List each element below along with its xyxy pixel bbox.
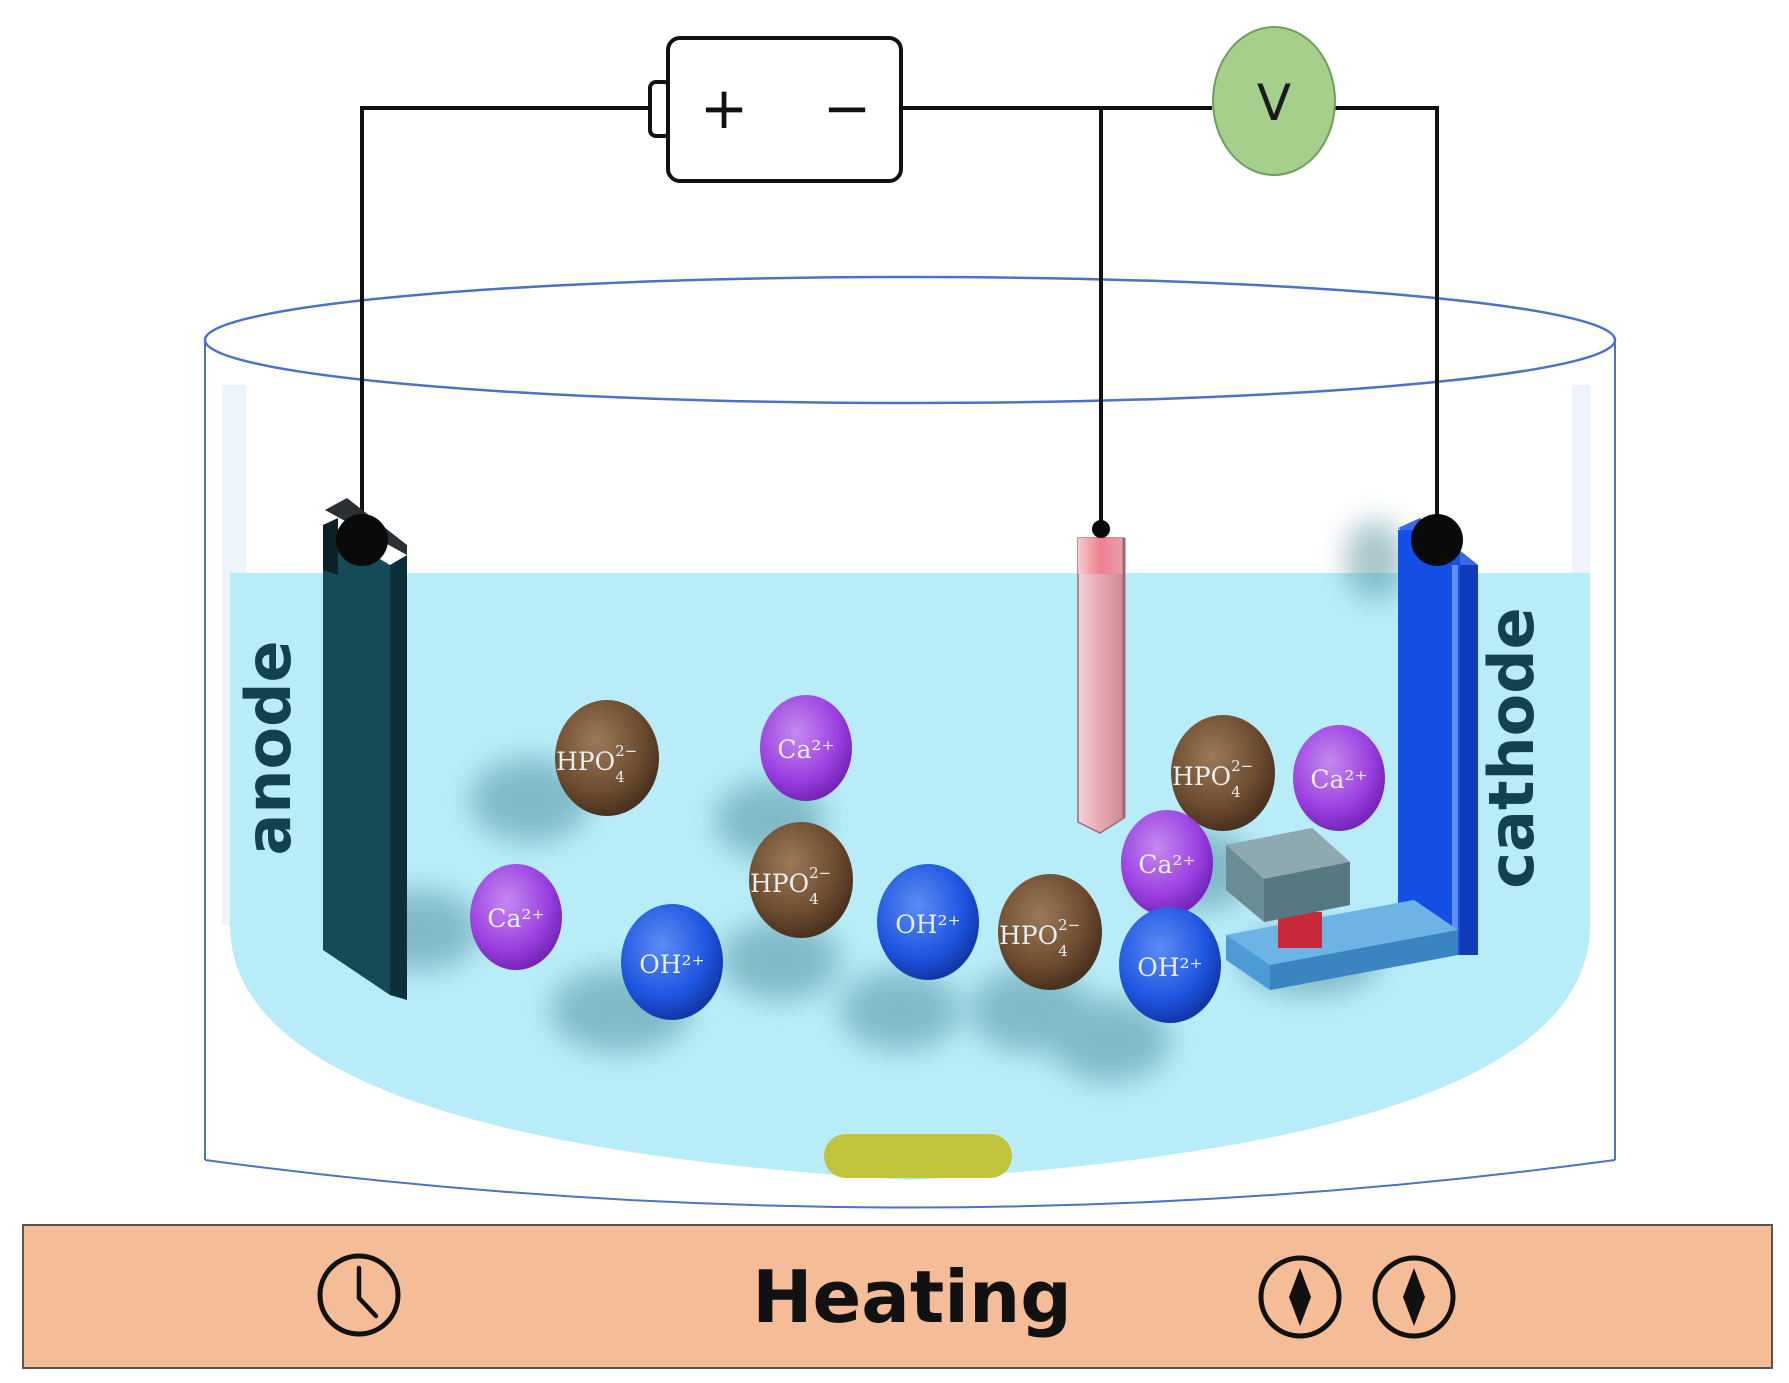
battery-minus-sign: − — [823, 74, 872, 142]
anode-contact — [336, 514, 388, 566]
svg-text:OH²⁺: OH²⁺ — [639, 950, 705, 979]
circuit-wires — [360, 106, 1439, 540]
svg-text:OH²⁺: OH²⁺ — [1137, 953, 1203, 982]
stir-bar — [824, 1134, 1012, 1178]
knob-icon[interactable] — [1258, 1255, 1342, 1339]
svg-text:OH²⁺: OH²⁺ — [895, 910, 961, 939]
svg-text:Ca²⁺: Ca²⁺ — [487, 904, 544, 933]
svg-text:HPO2−4: HPO2−4 — [1172, 757, 1253, 801]
wire-cathode — [1335, 106, 1439, 540]
svg-text:Ca²⁺: Ca²⁺ — [777, 735, 834, 764]
hpo4-ion: HPO2−4 — [998, 874, 1102, 990]
ca-ion: Ca²⁺ — [1293, 725, 1385, 831]
reference-contact — [1092, 520, 1110, 538]
ca-ion: Ca²⁺ — [1121, 810, 1213, 916]
battery: + − — [648, 36, 903, 183]
voltmeter: V — [1212, 26, 1336, 176]
clock-icon — [317, 1253, 401, 1337]
ions: HPO2−4 HPO2−4 HPO2−4 HPO2−4 Ca²⁺ Ca²⁺ Ca… — [470, 695, 1385, 1023]
sample-substrate — [1226, 828, 1458, 990]
anode-electrode — [323, 498, 407, 1000]
beaker-rim — [203, 275, 1617, 405]
cathode-electrode — [1398, 514, 1478, 955]
svg-text:HPO2−4: HPO2−4 — [999, 916, 1080, 960]
wire-anode — [360, 106, 648, 528]
hpo4-ion: HPO2−4 — [749, 822, 853, 938]
voltmeter-body — [1212, 26, 1336, 176]
ca-ion: Ca²⁺ — [470, 864, 562, 970]
hpo4-ion: HPO2−4 — [1171, 715, 1275, 831]
svg-text:Ca²⁺: Ca²⁺ — [1310, 765, 1367, 794]
cathode-contact — [1411, 514, 1463, 566]
oh-ion: OH²⁺ — [1119, 907, 1221, 1023]
oh-ion: OH²⁺ — [621, 904, 723, 1020]
voltmeter-label: V — [1257, 74, 1291, 132]
battery-plus-sign: + — [700, 74, 749, 142]
knob-icon[interactable] — [1372, 1255, 1456, 1339]
heating-plate: Heating — [22, 1224, 1773, 1369]
svg-text:HPO2−4: HPO2−4 — [556, 742, 637, 786]
oh-ion: OH²⁺ — [877, 864, 979, 980]
beaker-bottom — [204, 1159, 1616, 1209]
svg-text:Ca²⁺: Ca²⁺ — [1138, 850, 1195, 879]
reference-electrode — [1077, 520, 1126, 834]
heating-plate-body — [22, 1224, 1773, 1369]
sample-deposit — [1278, 912, 1322, 948]
anode-label: anode — [232, 640, 305, 855]
ca-ion: Ca²⁺ — [760, 695, 852, 801]
hpo4-ion: HPO2−4 — [555, 700, 659, 816]
cathode-label: cathode — [1475, 607, 1548, 888]
heating-label: Heating — [752, 1255, 1072, 1339]
battery-body — [666, 36, 903, 183]
svg-text:HPO2−4: HPO2−4 — [750, 864, 831, 908]
